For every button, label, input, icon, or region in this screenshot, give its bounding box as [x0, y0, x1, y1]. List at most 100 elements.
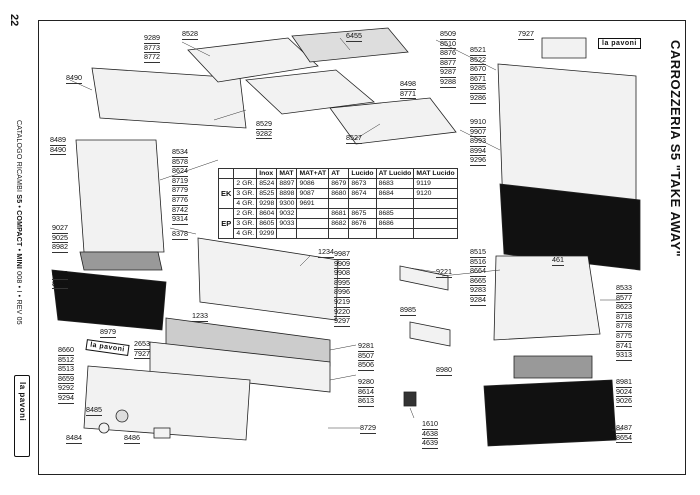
part-number: 9296 [470, 155, 486, 166]
part-number: 8993 [470, 136, 486, 147]
parts-code-table: Inox MAT MAT+AT AT Lucido AT Lucido MAT … [217, 168, 458, 239]
code-cell: 9299 [256, 228, 278, 239]
part-number: 8378 [172, 229, 188, 240]
cup-grid-top-left [187, 37, 319, 83]
part-number: 8534 [172, 147, 188, 158]
part-number: 4639 [422, 438, 438, 449]
part-number-label: 8484 [66, 433, 82, 444]
code-cell: 2 GR. [233, 178, 258, 189]
part-number: 9292 [58, 383, 74, 394]
part-number: 9294 [58, 392, 74, 404]
part-number: 8718 [616, 311, 632, 323]
part-number: 9297 [334, 316, 350, 327]
part-number: 8980 [436, 365, 452, 376]
header-at-lucido: AT Lucido [375, 168, 415, 179]
code-cell: 8682 [328, 218, 350, 229]
code-cell: 8605 [256, 218, 278, 229]
part-number-label: 8979 [100, 327, 116, 338]
part-number: 8741 [616, 340, 632, 352]
part-number-label: 9221 [436, 267, 452, 278]
part-number-label: 8486 [124, 433, 140, 444]
part-number: 8659 [58, 373, 74, 385]
part-number: 8490 [66, 73, 82, 84]
part-number: 8516 [470, 256, 486, 268]
part-number: 9280 [358, 377, 374, 388]
code-cell [413, 218, 458, 229]
part-number: 8529 [256, 119, 272, 130]
part-number: 8527 [346, 133, 362, 144]
part-number: 8655 [52, 278, 68, 290]
part-number: 8613 [358, 396, 374, 407]
code-cell: 8680 [328, 188, 350, 199]
part-number: 8509 [440, 29, 456, 40]
label-plate [541, 37, 587, 59]
brand-logo-vertical: la pavoni [14, 375, 30, 457]
code-cell [375, 198, 415, 209]
part-number: 8670 [470, 64, 486, 75]
code-cell: 9691 [296, 198, 330, 209]
part-number: 8772 [144, 52, 160, 63]
part-number: 8533 [616, 283, 632, 294]
part-number: 8489 [50, 135, 66, 146]
right-side-panel [493, 255, 601, 341]
header-mat-lucido: MAT Lucido [413, 168, 458, 179]
part-number: 1234 [318, 247, 334, 258]
code-cell: 4 GR. [233, 228, 258, 239]
code-cell: 2 GR. [233, 208, 258, 219]
code-cell: 9119 [413, 178, 458, 189]
bracket-part [399, 265, 449, 291]
part-number: 8985 [400, 305, 416, 316]
part-number: 8614 [358, 386, 374, 398]
part-number: 9026 [616, 396, 632, 407]
part-number: 8512 [58, 354, 74, 366]
part-number: 9281 [358, 341, 374, 352]
part-number: 8521 [470, 45, 486, 56]
part-number: 9282 [256, 128, 272, 140]
part-number: 1610 [422, 419, 438, 430]
part-number: 8996 [334, 287, 350, 298]
part-number-label: 8729 [360, 423, 376, 434]
part-number: 8729 [360, 423, 376, 434]
part-number: 9907 [470, 126, 486, 138]
part-number: 8995 [334, 277, 350, 289]
front-center-panel [197, 237, 339, 321]
code-cell [348, 198, 377, 209]
part-number-label: 8485 [86, 405, 102, 416]
code-cell: 8525 [256, 188, 278, 199]
code-cell: 8524 [256, 178, 278, 189]
left-base-piece [79, 251, 163, 271]
cup-grid-center [245, 69, 375, 115]
part-number: 9313 [616, 350, 632, 361]
part-number: 8490 [50, 144, 66, 156]
brand-logo-top: la pavoni [598, 38, 641, 49]
part-number: 8507 [358, 350, 374, 362]
part-number: 8510 [440, 38, 456, 50]
header-lucido: Lucido [348, 168, 377, 179]
header-blank-1 [217, 168, 235, 179]
part-number: 9283 [470, 285, 486, 296]
part-number: 9027 [52, 223, 68, 234]
part-number: 8665 [470, 275, 486, 287]
black-lower-panel [499, 183, 641, 271]
code-cell [348, 228, 377, 239]
part-number: 8982 [52, 242, 68, 253]
code-cell: 8674 [348, 188, 377, 199]
part-number: 8773 [144, 42, 160, 54]
part-number: 8488 [52, 269, 68, 280]
